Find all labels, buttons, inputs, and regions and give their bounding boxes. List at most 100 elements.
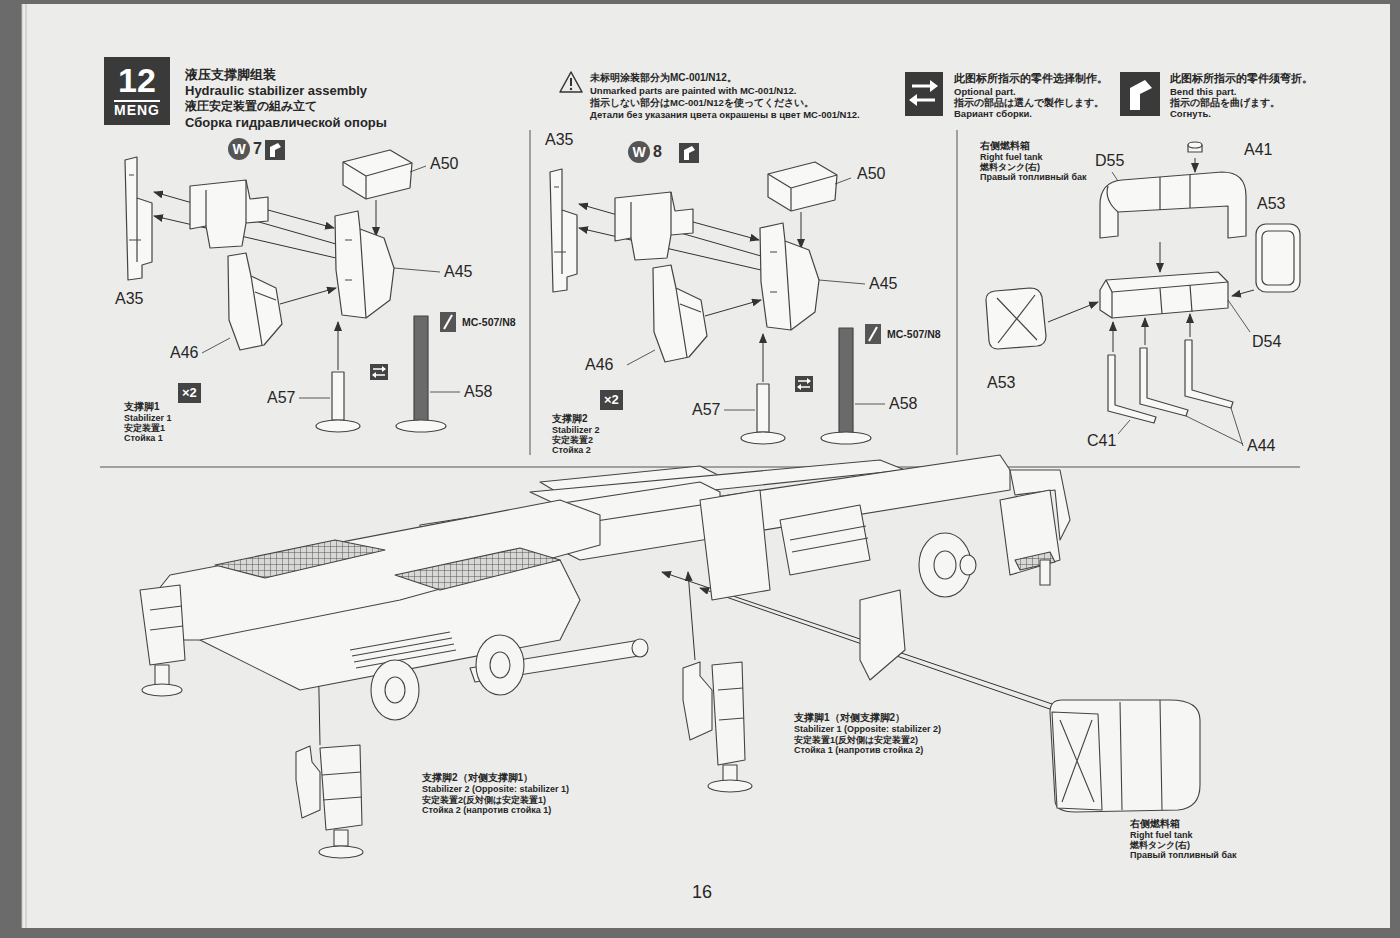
chassis-illustration (476, 635, 524, 695)
icon-note: 指示の部品は選んで製作します。 (952, 98, 1106, 109)
header-icons (570, 78, 572, 86)
placement-note: 安定装置2(反対側は安定装置1) (420, 795, 548, 805)
header-icons (905, 72, 943, 116)
quantity: ×2 (604, 392, 619, 407)
page-number: 16 (690, 882, 714, 903)
subassembly-name: 安定装置2 (550, 435, 595, 445)
step-number: 12 (118, 63, 156, 97)
photo-etch-callout: W8 (626, 140, 664, 164)
subassembly-name: Right fuel tank (978, 152, 1045, 162)
brand-mark: MENG (114, 100, 160, 118)
part-number: A58 (887, 395, 919, 413)
fuel-tank-parts (1112, 172, 1118, 181)
chassis-illustration (215, 540, 385, 578)
icon-note: 此图标所指示的零件须弯折。 (1168, 72, 1315, 85)
placement-note: Right fuel tank (1128, 830, 1195, 840)
icon-note: 此图标所指示的零件选择制作。 (952, 72, 1110, 85)
placement-note: Стойка 1 (напротив стойка 2) (792, 745, 925, 755)
placement-note: Правый топливный бак (1128, 850, 1238, 860)
chassis-illustration (155, 665, 169, 685)
step-dividers (957, 130, 958, 455)
fuel-tank-parts (1256, 224, 1300, 292)
part-number: D54 (1250, 333, 1283, 351)
paint-code: MC-507/N8 (460, 316, 518, 328)
part-number: A35 (543, 131, 575, 149)
chassis-illustration (140, 455, 1200, 858)
chassis-illustration (688, 572, 695, 660)
photo-etch-callout: W7 (226, 137, 264, 161)
chassis-illustration (140, 455, 1200, 858)
step-dividers (530, 130, 531, 455)
chassis-illustration (683, 662, 712, 740)
icon-note: Вариант сборки. (952, 109, 1034, 120)
part-number: A53 (1255, 195, 1287, 213)
step-title-ja: 液圧安定装置の組み立て (183, 100, 319, 114)
stabilizer-1-parts (125, 150, 460, 432)
chassis-illustration (395, 548, 560, 590)
chassis-illustration (296, 746, 320, 818)
paint-note: 未标明涂装部分为MC-001/N12。 (588, 72, 739, 84)
fuel-tank-parts (1100, 172, 1246, 238)
sheet-number: 8 (653, 143, 662, 161)
subassembly-name: 安定装置1 (122, 423, 167, 433)
part-number: A45 (442, 263, 474, 281)
chassis-illustration (934, 551, 956, 579)
chassis-illustration (1050, 700, 1200, 812)
step-title: Hydraulic stabilizer assembly (183, 84, 369, 99)
fuel-tank-parts (986, 288, 1046, 349)
chassis-illustration (790, 526, 868, 552)
paint-note: Детали без указания цвета окрашены в цве… (588, 110, 862, 121)
chassis-illustration (385, 677, 405, 703)
placement-note: 支撑脚1（对侧支撑脚2） (792, 712, 907, 724)
part-number: D55 (1093, 152, 1126, 170)
quantity-box: ×2 (178, 383, 201, 403)
subassembly-name: 燃料タンク(右) (978, 162, 1042, 172)
chassis-illustration (708, 780, 752, 792)
chassis-illustration (1000, 490, 1060, 575)
fuel-tank-parts (1262, 231, 1294, 285)
paper (22, 4, 26, 928)
chassis-illustration (632, 639, 648, 657)
chassis-illustration (700, 588, 1070, 716)
fuel-tank-parts (1048, 158, 1254, 352)
fuel-tank-parts (1160, 242, 1161, 272)
part-number: A46 (583, 356, 615, 374)
fuel-tank-parts (1185, 340, 1233, 408)
header-icons (1120, 72, 1160, 116)
chassis-illustration (780, 505, 870, 575)
paint-note: Unmarked parts are painted with MC-001/N… (588, 86, 798, 97)
step-title-zh: 液压支撑脚组装 (183, 68, 278, 83)
fuel-tank-parts (1048, 302, 1098, 322)
fuel-tank-parts (1118, 420, 1130, 434)
stabilizer-2-parts (550, 162, 885, 444)
subassembly-name: Stabilizer 1 (122, 413, 174, 423)
stabilizer-1-parts (125, 150, 460, 432)
placement-note: 燃料タンク(右) (1128, 840, 1192, 850)
part-number: A44 (1245, 437, 1277, 455)
fuel-tank-parts (1195, 158, 1196, 172)
stabilizer-2-parts (550, 162, 885, 444)
bend-icon (265, 140, 699, 163)
placement-note: 安定装置1(反対側は安定装置2) (792, 735, 920, 745)
subassembly-name: 右侧燃料箱 (978, 140, 1032, 152)
step-badge: 12MENG (104, 57, 170, 125)
chassis-illustration (319, 846, 363, 858)
placement-note: 右侧燃料箱 (1128, 818, 1182, 830)
subassembly-name: 支撑脚1 (122, 401, 162, 413)
chassis-illustration (718, 688, 744, 720)
chassis-illustration (490, 652, 510, 678)
part-number: A58 (462, 383, 494, 401)
bend-icon (684, 146, 695, 160)
icon-note: Согнуть. (1168, 109, 1213, 120)
fuel-tank-parts (1108, 355, 1156, 423)
fuel-tank-parts (1113, 322, 1114, 352)
chassis-illustration (142, 684, 182, 696)
placement-note: 支撑脚2（对侧支撑脚1） (420, 772, 535, 784)
chassis-illustration (150, 500, 600, 640)
chassis-illustration (723, 765, 737, 781)
paper (22, 4, 1390, 928)
sheet-letter: W (628, 141, 650, 163)
paint-note: 指示しない部分はMC-001/N12を使ってください。 (588, 98, 816, 109)
